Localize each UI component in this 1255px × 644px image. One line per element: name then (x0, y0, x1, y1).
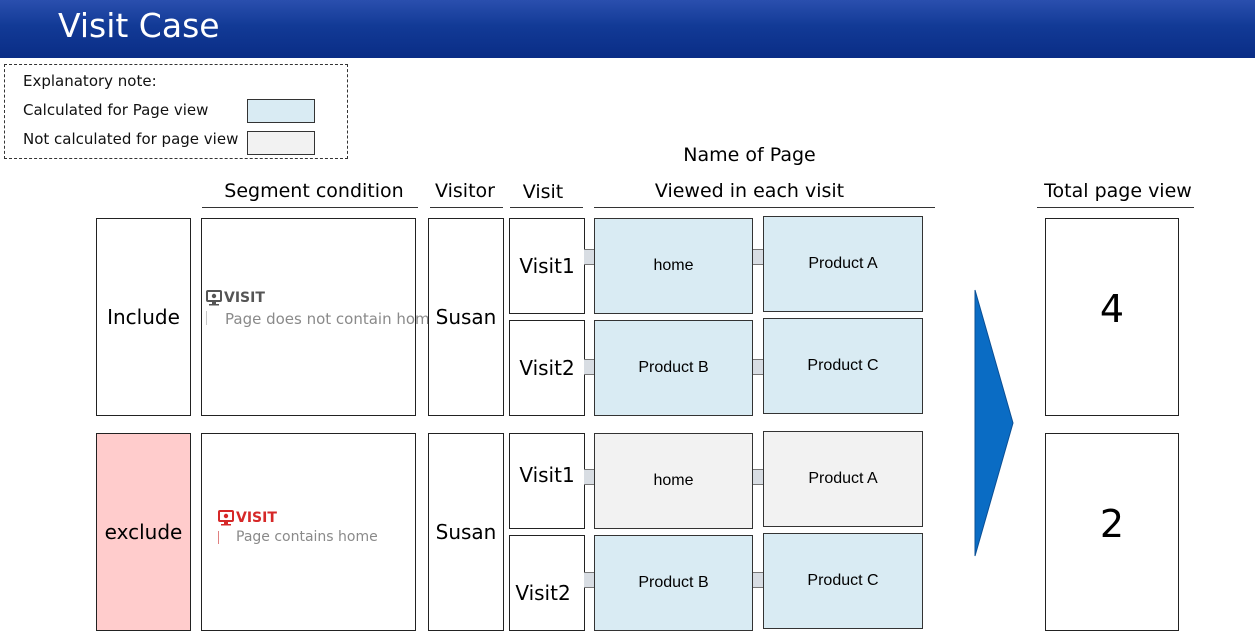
include-total: 4 (1045, 218, 1179, 416)
legend: Explanatory note: Calculated for Page vi… (4, 64, 348, 159)
legend-heading: Explanatory note: (23, 72, 157, 90)
header-visit: Visit (522, 181, 564, 203)
segment-divider (206, 311, 207, 325)
connector (752, 359, 764, 375)
page-box: Product C (763, 533, 923, 629)
legend-not-calculated-swatch (247, 131, 315, 155)
legend-not-calculated-label: Not calculated for page view (23, 130, 239, 148)
legend-calculated-label: Calculated for Page view (23, 101, 209, 119)
connector (752, 249, 764, 265)
page-box: Product A (763, 216, 923, 312)
connector (584, 469, 595, 485)
segment-visit-label: VISIT (224, 290, 265, 306)
arrow-right-icon (974, 289, 1014, 557)
page-box: home (594, 433, 753, 529)
header-total-page-view: Total page view (1044, 180, 1192, 202)
segment-visit-label: VISIT (236, 510, 277, 526)
total-value: 4 (1099, 287, 1125, 331)
exclude-segment-box: VISIT Page contains home (201, 433, 416, 631)
page-box: home (594, 218, 753, 314)
header-segment-condition: Segment condition (224, 180, 404, 202)
segment-divider (218, 531, 219, 544)
connector (584, 572, 595, 588)
visit-icon (218, 510, 234, 526)
total-value: 2 (1099, 502, 1125, 546)
page-box: Product C (763, 318, 923, 414)
header-underline (510, 207, 583, 208)
header-name-of-page: Name of Page (683, 144, 816, 166)
visit-label: Visit2 (515, 581, 571, 605)
include-visit1: Visit1 (509, 218, 585, 314)
visit-icon (206, 290, 222, 306)
connector (752, 572, 764, 588)
header-underline (1037, 207, 1194, 208)
header-visitor: Visitor (435, 180, 495, 202)
visit-label: Visit1 (519, 463, 575, 487)
include-visit2: Visit2 (509, 320, 585, 416)
page-box: Product B (594, 320, 753, 416)
page-box: Product A (763, 431, 923, 527)
header-viewed-in-each-visit: Viewed in each visit (654, 180, 845, 202)
exclude-label: exclude (96, 433, 191, 631)
legend-calculated-swatch (247, 99, 315, 123)
connector (752, 469, 764, 485)
include-label: Include (96, 218, 191, 416)
title-bar: Visit Case (0, 0, 1255, 58)
page-title: Visit Case (58, 6, 220, 45)
segment-condition-text: Page does not contain home (225, 310, 439, 328)
segment-condition-text: Page contains home (236, 529, 378, 545)
connector (584, 249, 595, 265)
page-box: Product B (594, 535, 753, 631)
exclude-visitor: Susan (428, 433, 504, 631)
exclude-total: 2 (1045, 433, 1179, 631)
connector (584, 359, 595, 375)
header-underline (594, 207, 935, 208)
include-segment-box: VISIT Page does not contain home (201, 218, 439, 416)
exclude-visit2: Visit2 (509, 535, 585, 631)
include-visitor: Susan (428, 218, 504, 416)
header-underline (430, 207, 503, 208)
header-underline (202, 207, 418, 208)
exclude-visit1: Visit1 (509, 433, 585, 529)
